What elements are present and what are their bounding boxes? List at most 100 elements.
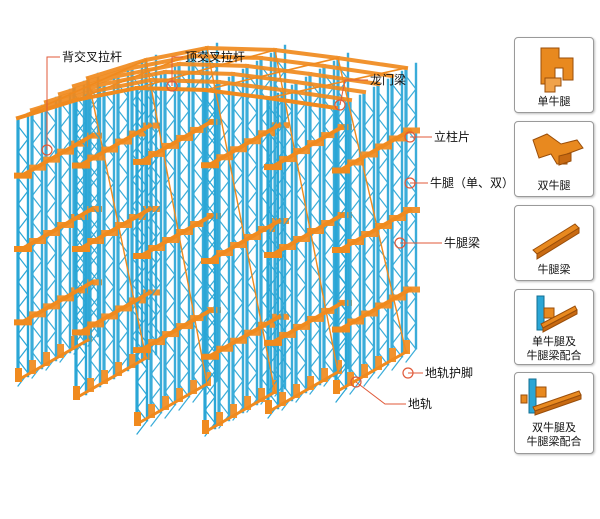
frame-brace — [295, 128, 307, 143]
frame-brace — [192, 232, 204, 247]
callout-marker — [334, 99, 346, 111]
frame-brace — [150, 386, 162, 401]
frame-brace — [164, 274, 176, 289]
frame-brace — [363, 268, 375, 283]
frame-brace — [335, 388, 347, 403]
frame-brace — [349, 354, 361, 369]
frame-brace — [17, 151, 29, 166]
frame-brace — [281, 110, 293, 125]
corbel-beam-rail — [19, 132, 95, 179]
frame-brace — [136, 316, 148, 331]
frame-brace — [75, 198, 87, 213]
double-corbel-icon — [532, 133, 584, 166]
frame-brace — [136, 173, 148, 188]
frame-brace — [150, 165, 162, 180]
frame-brace — [31, 130, 43, 145]
frame-brace — [323, 268, 335, 283]
frame-brace — [164, 209, 176, 224]
frame-brace — [218, 193, 230, 208]
frame-brace — [117, 200, 129, 215]
frame-brace — [59, 205, 71, 220]
frame-brace — [164, 352, 176, 367]
frame-brace — [75, 224, 87, 239]
frame-brace — [150, 178, 162, 193]
frame-brace — [232, 380, 244, 395]
frame-brace — [363, 346, 375, 361]
frame-brace — [75, 146, 87, 161]
corbel-beam-rail — [138, 119, 214, 165]
frame-brace — [89, 268, 101, 283]
gantry-beam — [293, 79, 367, 95]
frame-brace — [323, 242, 335, 257]
frame-brace — [391, 187, 403, 202]
frame-brace — [45, 213, 57, 228]
frame-brace — [405, 166, 417, 181]
frame-brace — [267, 144, 279, 159]
frame-brace — [281, 279, 293, 294]
frame-brace — [150, 100, 162, 115]
frame-brace — [377, 182, 389, 197]
frame-brace — [335, 128, 347, 143]
frame-brace — [232, 250, 244, 265]
frame-brace — [178, 110, 190, 125]
frame-brace — [295, 115, 307, 130]
label-rail-guard: 地轨护脚 — [425, 366, 474, 380]
frame-brace — [17, 294, 29, 309]
corbel-beam-rail — [77, 289, 153, 336]
frame-brace — [295, 336, 307, 351]
frame-brace — [89, 216, 101, 231]
frame-brace — [267, 196, 279, 211]
frame-brace — [89, 112, 101, 127]
corbel-beam-rail — [77, 122, 153, 169]
frame-brace — [295, 271, 307, 286]
frame-brace — [363, 190, 375, 205]
frame-brace — [335, 284, 347, 299]
corbel-beam-rail — [77, 206, 153, 252]
frame-brace — [136, 134, 148, 149]
frame-brace — [295, 349, 307, 364]
frame-brace — [136, 212, 148, 227]
frame-brace — [377, 338, 389, 353]
frame-brace — [89, 125, 101, 140]
rail-guard — [115, 362, 122, 376]
rail-guard — [230, 404, 237, 418]
rail-guard — [190, 380, 197, 394]
frame-brace — [103, 351, 115, 366]
rail-guard — [335, 360, 342, 374]
corbel-beam-rail — [206, 122, 282, 168]
frame-brace — [405, 296, 417, 311]
gantry-beam — [101, 69, 168, 87]
frame-brace — [309, 276, 321, 291]
frame-brace — [232, 354, 244, 369]
frame-brace — [178, 370, 190, 385]
floor-rail — [15, 337, 91, 383]
frame-brace — [59, 153, 71, 168]
frame-brace — [405, 88, 417, 103]
frame-brace — [281, 357, 293, 372]
frame-brace — [17, 255, 29, 270]
frame-brace — [117, 96, 129, 111]
frame-brace — [363, 112, 375, 127]
frame-brace — [377, 130, 389, 145]
frame-brace — [363, 333, 375, 348]
frame-brace — [391, 109, 403, 124]
frame-brace — [218, 284, 230, 299]
frame-brace — [335, 310, 347, 325]
rail-guard — [361, 364, 368, 378]
frame-brace — [89, 294, 101, 309]
frame-brace — [178, 396, 190, 411]
frame-brace — [178, 97, 190, 112]
frame-brace — [267, 300, 279, 315]
frame-brace — [136, 264, 148, 279]
frame-brace — [204, 383, 216, 398]
frame-brace — [281, 201, 293, 216]
frame-brace — [405, 179, 417, 194]
frame-brace — [349, 224, 361, 239]
frame-brace — [136, 355, 148, 370]
label-corbel: 牛腿（单、双） — [430, 176, 515, 190]
frame-brace — [89, 255, 101, 270]
frame-brace — [246, 112, 258, 127]
frame-brace — [150, 412, 162, 427]
frame-brace — [45, 317, 57, 332]
